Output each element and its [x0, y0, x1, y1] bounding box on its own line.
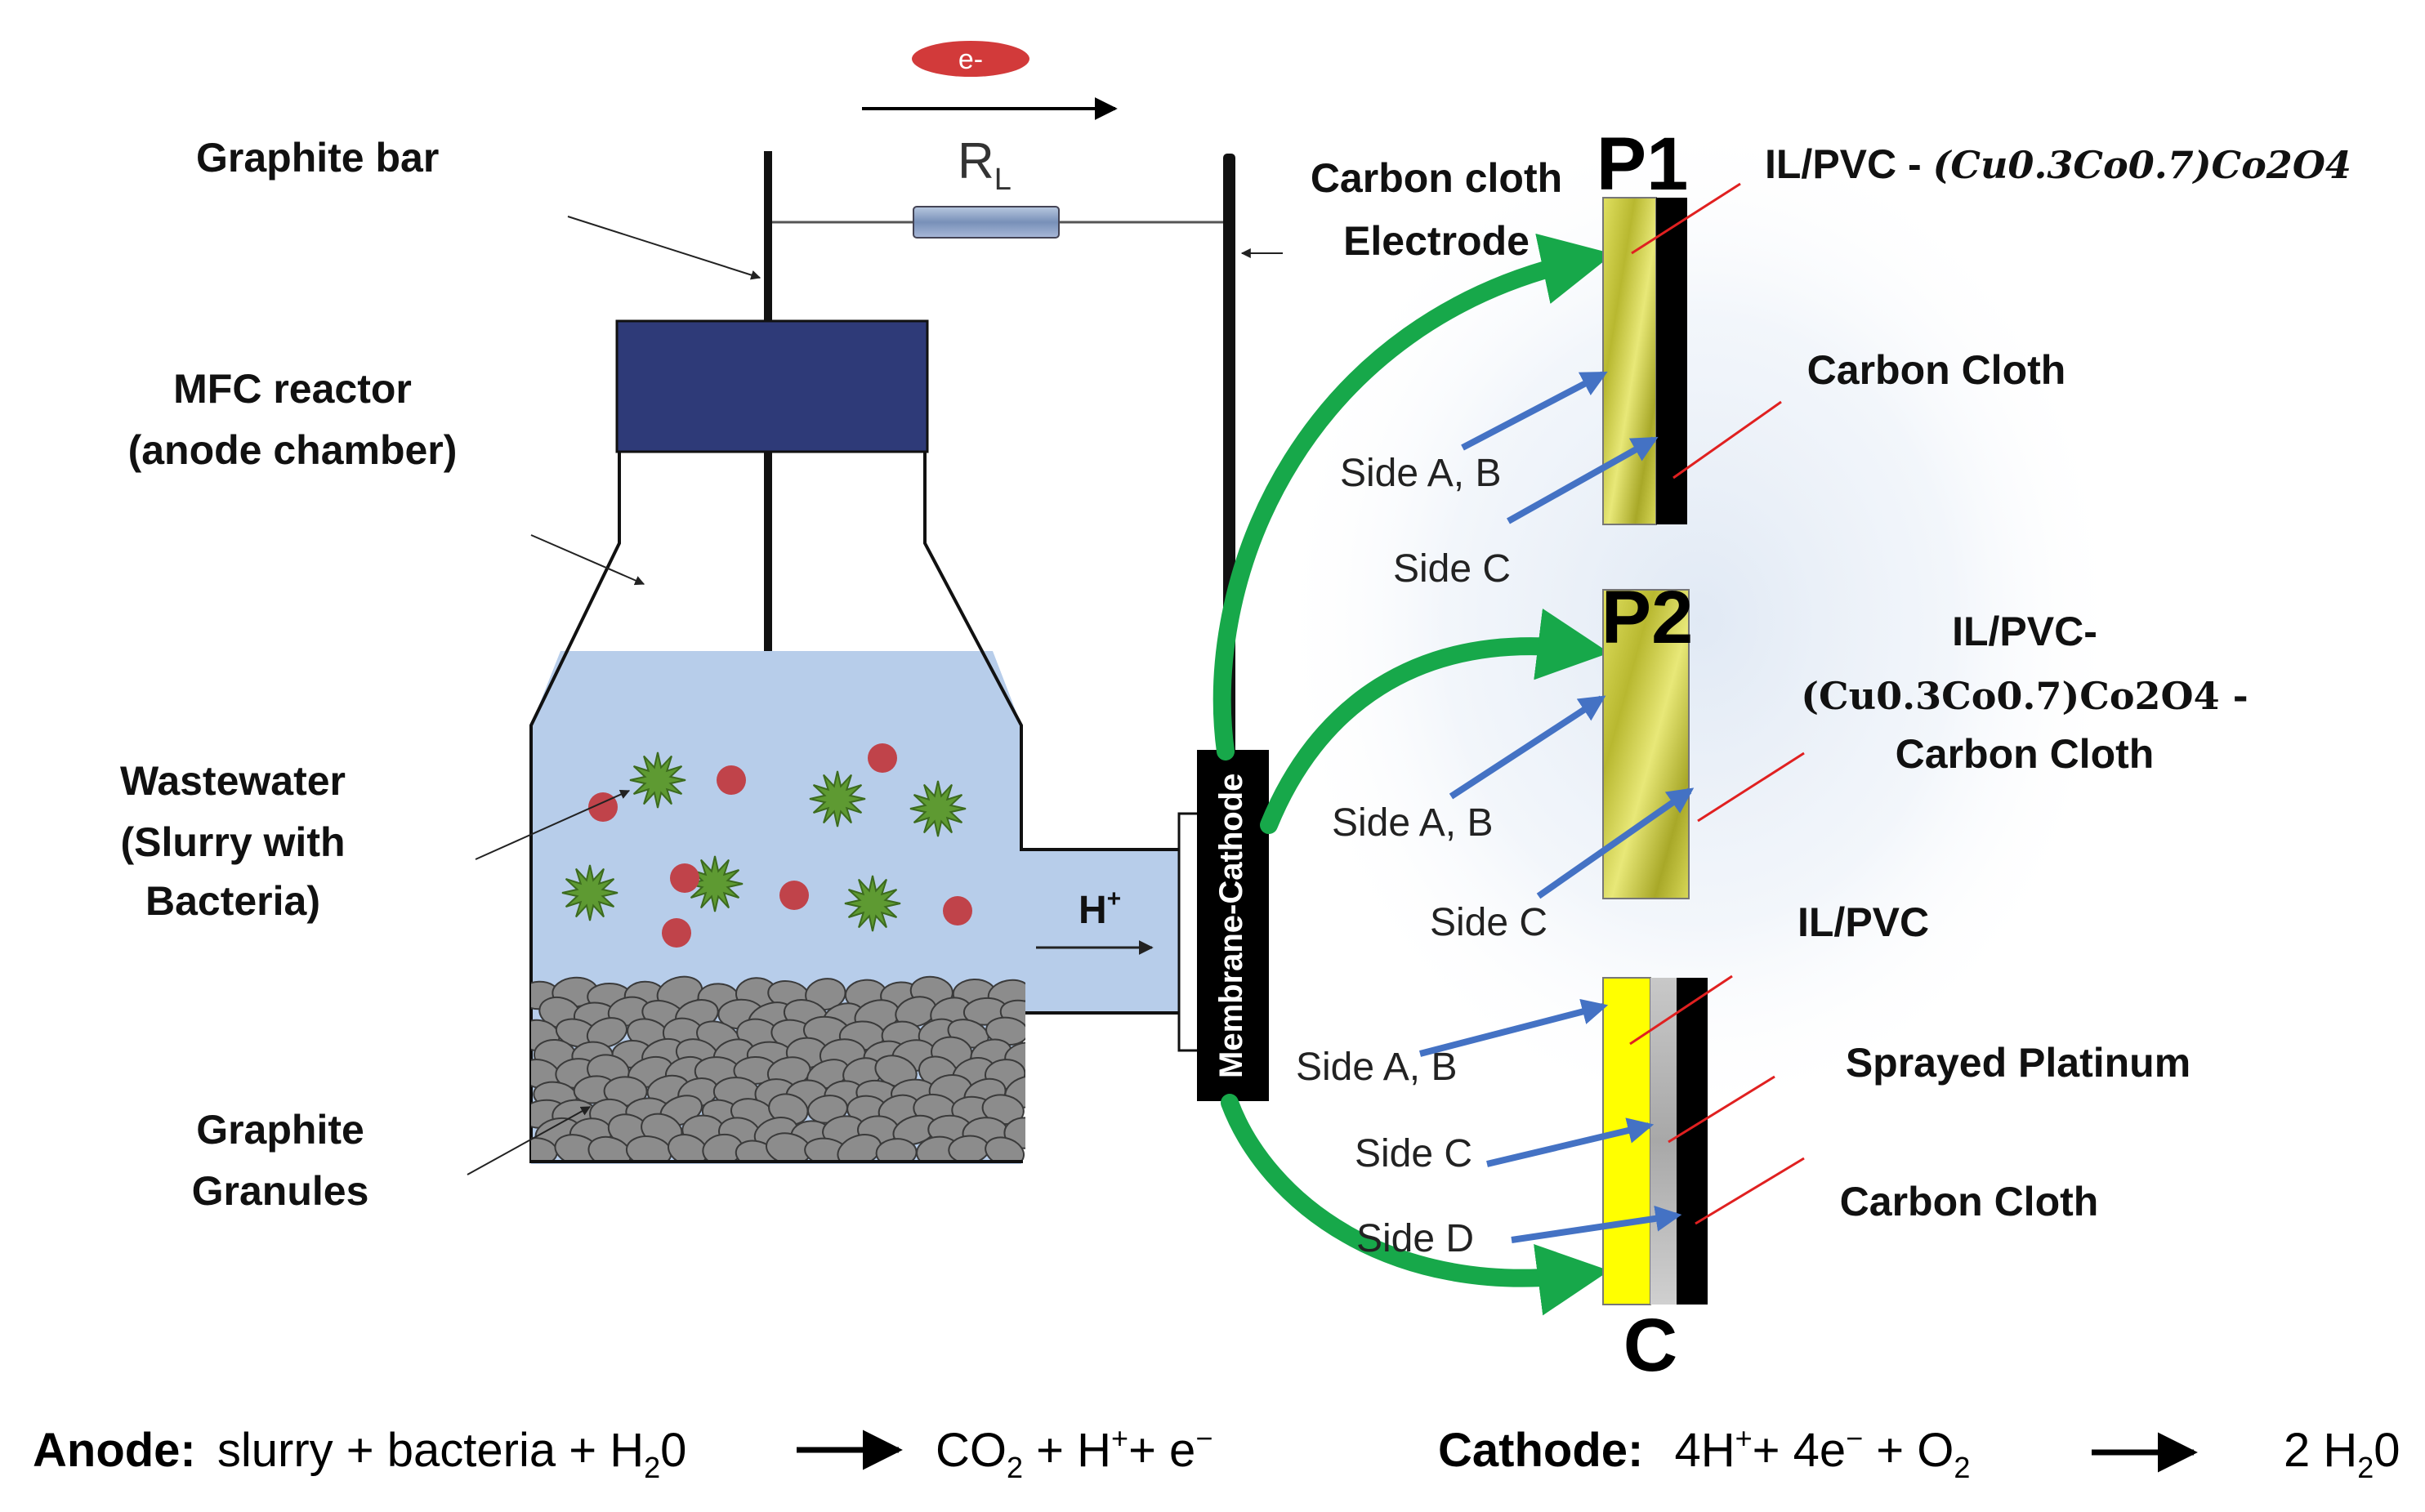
p1-il-pvc-layer	[1602, 197, 1657, 525]
c-side-ab-arrow	[1418, 998, 1609, 1057]
graphite-granules-label-2: Granules	[192, 1168, 369, 1214]
green-arrow-p1	[1212, 233, 1614, 760]
carbon-cloth-electrode-label-2: Electrode	[1343, 218, 1530, 264]
bacterium	[561, 864, 619, 921]
graphite-bar-pointer	[567, 216, 761, 280]
green-arrows	[1212, 233, 1614, 1316]
c-il-pvc-label: IL/PVC	[1798, 899, 1929, 945]
p1-side-ab-arrow	[1461, 371, 1608, 451]
p2-composite-layer	[1602, 589, 1690, 899]
bacterium	[844, 875, 901, 932]
p2-label-3: Carbon Cloth	[1896, 731, 2155, 777]
p1-carbon-cloth-layer	[1656, 198, 1687, 524]
anode-products: CO2 + H++ e−	[936, 1421, 1212, 1484]
electron-flow: e-	[862, 41, 1118, 120]
membrane-cathode-label: Membrane-Cathode	[1213, 774, 1249, 1078]
graphite-granule	[586, 1017, 627, 1048]
particle	[868, 743, 897, 773]
p1-title: P1	[1597, 123, 1689, 206]
panel-p1: P1 IL/PVC - (Cu0.3Co0.7)Co2O4 Carbon Clo…	[1340, 123, 2351, 591]
c-side-d-label: Side D	[1356, 1217, 1474, 1260]
particle	[779, 881, 809, 910]
cathode-equation: Cathode: 4H++ 4e− + O2	[1438, 1421, 1970, 1484]
electron-label: e-	[958, 44, 983, 75]
c-il-pvc-pointer	[1629, 975, 1733, 1046]
mfc-reactor-pointer	[530, 534, 645, 586]
p2-side-ab-label: Side A, B	[1332, 801, 1493, 845]
p1-side-c-label: Side C	[1393, 547, 1511, 591]
c-platinum-layer	[1650, 978, 1677, 1305]
mfc-reactor-label-2: (anode chamber)	[128, 427, 458, 473]
particles	[588, 743, 972, 948]
c-il-pvc-layer	[1602, 977, 1651, 1305]
graphite-granule	[805, 978, 846, 1011]
side-tube-liquid	[1020, 850, 1183, 1013]
particle	[662, 918, 691, 948]
particle	[717, 765, 746, 795]
reactor-lid	[615, 319, 929, 453]
c-platinum-pointer	[1668, 1075, 1775, 1144]
wastewater-label-3: Bacteria)	[145, 878, 320, 924]
c-platinum-label: Sprayed Platinum	[1846, 1040, 2191, 1086]
bacterium	[909, 780, 967, 837]
proton-label: H+	[1079, 885, 1121, 932]
particle	[943, 896, 972, 925]
c-carbon-cloth-layer	[1677, 978, 1708, 1305]
anode-equation: Anode: slurry + bacteria + H20	[33, 1424, 686, 1484]
p1-carbon-cloth-pointer	[1672, 400, 1782, 479]
c-side-c-arrow	[1486, 1117, 1655, 1167]
p1-side-c-arrow	[1507, 436, 1659, 524]
green-arrow-p2	[1260, 608, 1610, 834]
membrane-cathode	[1197, 750, 1269, 1101]
graphite-granule	[985, 1136, 1025, 1160]
graphite-bar	[764, 151, 772, 1001]
c-carbon-cloth-label: Carbon Cloth	[1840, 1179, 2099, 1224]
p2-label-1: IL/PVC-	[1952, 609, 2097, 654]
wastewater-label-2: (Slurry with	[120, 819, 345, 865]
p2-side-c-arrow	[1536, 787, 1695, 899]
p2-side-ab-arrow	[1449, 695, 1606, 800]
c-carbon-cloth-pointer	[1695, 1157, 1805, 1225]
bacterium	[809, 770, 866, 827]
graphite-bar-label: Graphite bar	[196, 135, 439, 181]
graphite-granule	[837, 1134, 882, 1160]
graphite-granules-pointer	[467, 1106, 592, 1175]
graphite-granules	[531, 975, 1025, 1160]
carbon-cloth-electrode-label-1: Carbon cloth	[1311, 155, 1562, 201]
mfc-reactor-label-1: MFC reactor	[173, 366, 412, 412]
p1-side-ab-label: Side A, B	[1340, 452, 1501, 495]
green-arrow-c	[1221, 1094, 1610, 1316]
resistor-label: RL	[958, 133, 1012, 197]
panel-c: C IL/PVC Sprayed Platinum Carbon Cloth S…	[1296, 899, 2191, 1387]
electron-badge	[912, 41, 1029, 77]
wastewater-pointer	[475, 789, 631, 860]
p2-side-c-label: Side C	[1430, 901, 1547, 944]
load-resistor	[913, 206, 1060, 239]
p1-carbon-cloth-label: Carbon Cloth	[1807, 347, 2066, 393]
p2-title: P2	[1601, 576, 1694, 659]
bacterium	[629, 752, 686, 809]
p2-label-2: (Cu0.3Co0.7)Co2O4 -	[1801, 674, 2248, 718]
membrane-holder	[1177, 812, 1200, 1052]
p1-il-pvc-label: IL/PVC - (Cu0.3Co0.7)Co2O4	[1765, 141, 2351, 187]
graphite-granules-label-1: Graphite	[196, 1107, 364, 1153]
c-side-d-arrow	[1511, 1205, 1682, 1243]
p2-pointer	[1697, 752, 1805, 823]
panel-p2: P2 IL/PVC- (Cu0.3Co0.7)Co2O4 - Carbon Cl…	[1332, 576, 2249, 944]
particle	[670, 863, 699, 893]
background-glow	[1275, 114, 2124, 1127]
c-side-c-label: Side C	[1355, 1132, 1472, 1175]
wastewater-label-1: Wastewater	[120, 758, 346, 804]
cathode-products: 2 H20	[2284, 1424, 2400, 1484]
p1-il-pvc-pointer	[1631, 182, 1741, 255]
c-title: C	[1623, 1304, 1677, 1387]
